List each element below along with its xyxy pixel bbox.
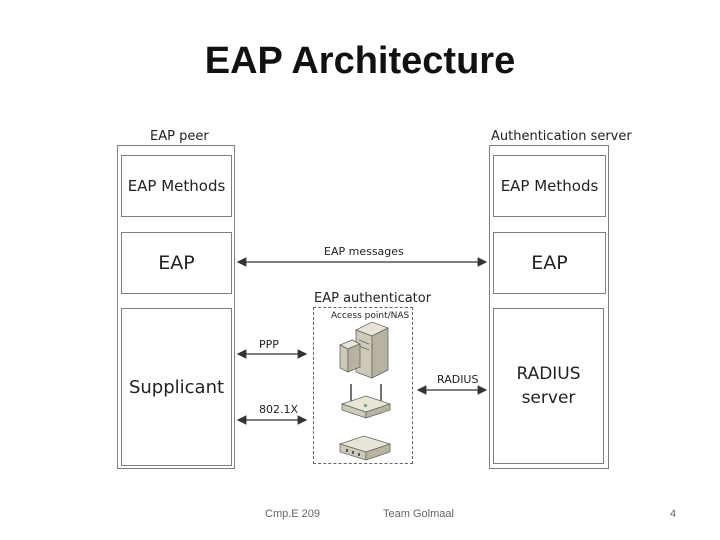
eap-authenticator-header: EAP authenticator (314, 291, 432, 306)
eap-peer-header: EAP peer (150, 129, 209, 144)
auth-server-header: Authentication server (491, 129, 632, 144)
radius-server-box: RADIUS server (493, 308, 604, 464)
footer-team: Team Golmaal (383, 508, 454, 520)
access-point-icon (340, 384, 392, 419)
peer-eap-methods-box: EAP Methods (121, 155, 232, 217)
eap-messages-label: EAP messages (324, 245, 404, 258)
server-eap-methods-box: EAP Methods (493, 155, 606, 217)
server-tower-icon (339, 321, 389, 379)
footer-course: Cmp.E 209 (265, 508, 321, 520)
server-eap-box: EAP (493, 232, 606, 294)
access-point-nas-label: Access point/NAS (331, 311, 410, 321)
slide-title: EAP Architecture (204, 40, 516, 82)
radius-label: RADIUS (437, 373, 479, 386)
supplicant-box: Supplicant (121, 308, 232, 466)
page-number: 4 (670, 508, 677, 520)
peer-eap-box: EAP (121, 232, 232, 294)
access-point-nas-frame (313, 307, 413, 464)
dot1x-label: 802.1X (259, 403, 299, 416)
ppp-label: PPP (259, 338, 279, 351)
switch-icon (338, 435, 392, 461)
